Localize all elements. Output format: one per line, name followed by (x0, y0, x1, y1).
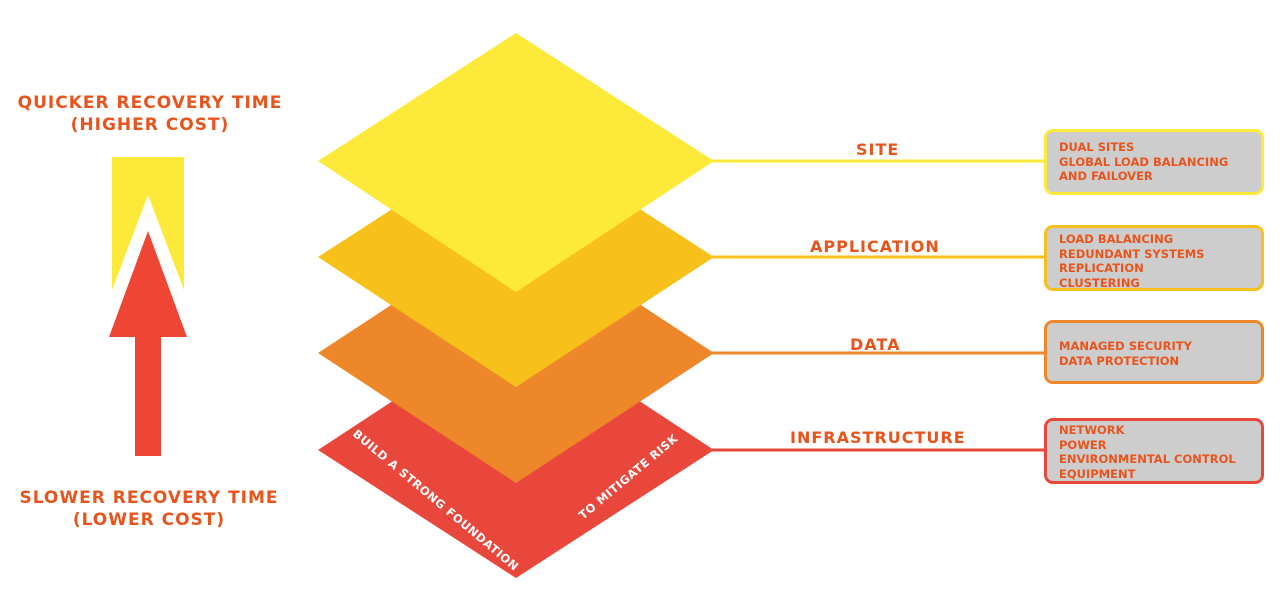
infrastructure-details-box: NETWORK POWER ENVIRONMENTAL CONTROL EQUI… (1044, 418, 1264, 484)
infrastructure-detail-item: EQUIPMENT (1059, 466, 1136, 481)
data-detail-item: DATA PROTECTION (1059, 353, 1180, 368)
application-detail-item: REDUNDANT SYSTEMS (1059, 246, 1205, 261)
site-detail-item: AND FAILOVER (1059, 169, 1153, 183)
slower-recovery-title: SLOWER RECOVERY TIME (19, 488, 279, 508)
layer-label-site: SITE (856, 140, 900, 159)
site-detail-item: GLOBAL LOAD BALANCING (1059, 154, 1229, 169)
application-detail-item: LOAD BALANCING (1059, 232, 1174, 246)
infrastructure-detail-item: ENVIRONMENTAL CONTROL (1059, 452, 1236, 466)
quicker-recovery-title: QUICKER RECOVERY TIME (17, 93, 283, 113)
layer-label-infrastructure: INFRASTRUCTURE (790, 428, 966, 447)
recovery-arrow-icon (109, 157, 187, 456)
site-layer (318, 33, 714, 292)
arrow-lower-part (109, 231, 187, 456)
slower-recovery-caption: SLOWER RECOVERY TIME (LOWER COST) (0, 487, 298, 531)
application-details-box: LOAD BALANCING REDUNDANT SYSTEMS REPLICA… (1044, 225, 1264, 291)
lower-cost-note: (LOWER COST) (72, 510, 226, 530)
layer-label-application: APPLICATION (810, 237, 940, 256)
layer-label-data: DATA (850, 335, 901, 354)
infrastructure-detail-item: POWER (1059, 437, 1107, 452)
infrastructure-detail-item: NETWORK (1059, 423, 1125, 437)
higher-cost-note: (HIGHER COST) (70, 115, 230, 135)
data-detail-item: MANAGED SECURITY (1059, 339, 1192, 353)
data-details-box: MANAGED SECURITY DATA PROTECTION (1044, 320, 1264, 384)
site-detail-item: DUAL SITES (1059, 140, 1135, 154)
application-detail-item: CLUSTERING (1059, 275, 1140, 290)
arrow-upper-part (112, 157, 184, 290)
quicker-recovery-caption: QUICKER RECOVERY TIME (HIGHER COST) (0, 92, 300, 136)
site-details-box: DUAL SITES GLOBAL LOAD BALANCING AND FAI… (1044, 129, 1264, 195)
application-detail-item: REPLICATION (1059, 261, 1144, 275)
